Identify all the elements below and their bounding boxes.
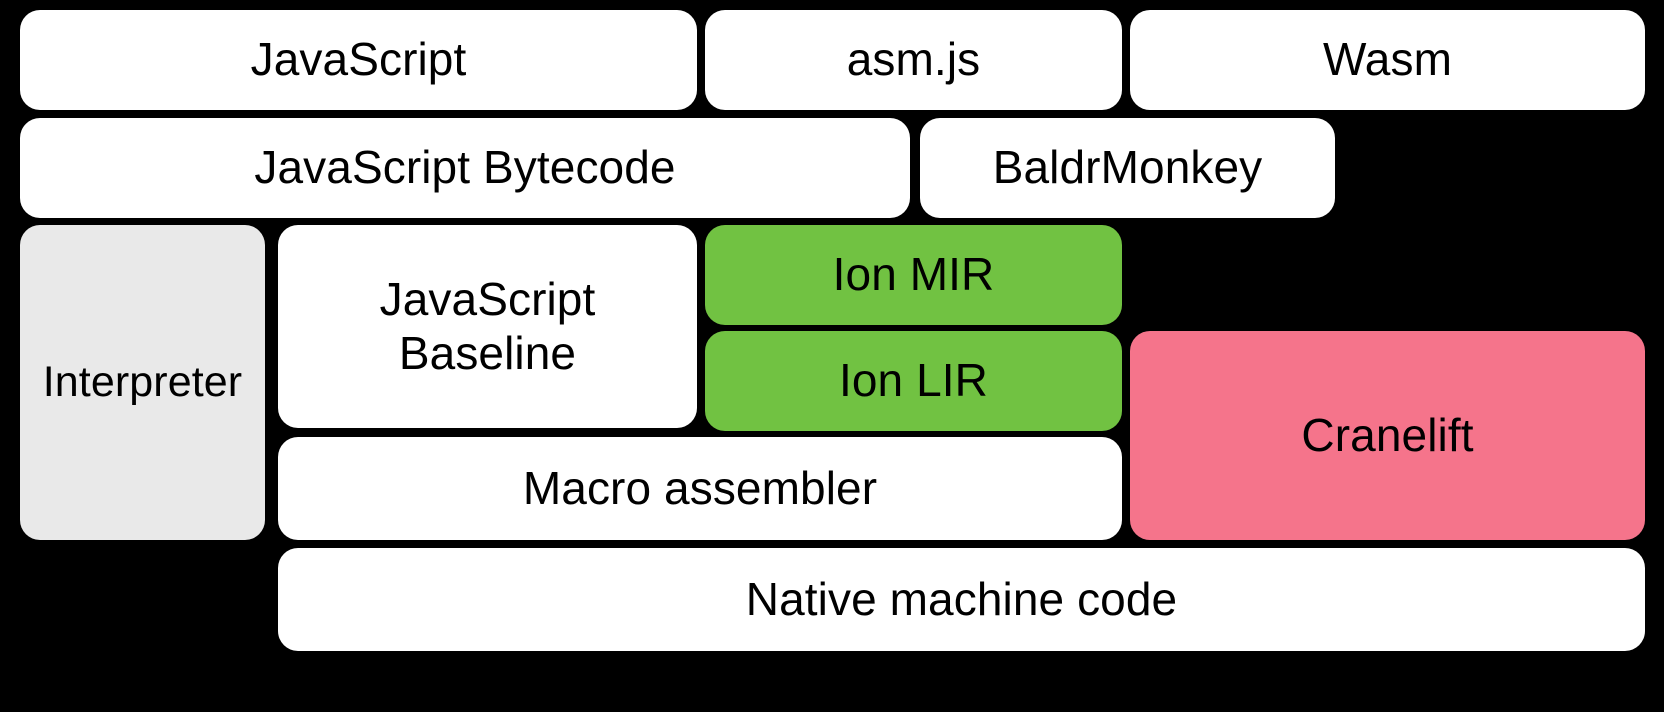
- node-asm-js: asm.js: [705, 10, 1122, 110]
- node-macro-assembler: Macro assembler: [278, 437, 1122, 540]
- node-cranelift: Cranelift: [1130, 331, 1645, 540]
- node-native-machine-code: Native machine code: [278, 548, 1645, 651]
- node-javascript-baseline: JavaScript Baseline: [278, 225, 697, 428]
- node-javascript-bytecode: JavaScript Bytecode: [20, 118, 910, 218]
- node-interpreter: Interpreter: [20, 225, 265, 540]
- node-ion-lir: Ion LIR: [705, 331, 1122, 431]
- node-ion-mir: Ion MIR: [705, 225, 1122, 325]
- node-baldrmonkey: BaldrMonkey: [920, 118, 1335, 218]
- node-wasm: Wasm: [1130, 10, 1645, 110]
- node-javascript: JavaScript: [20, 10, 697, 110]
